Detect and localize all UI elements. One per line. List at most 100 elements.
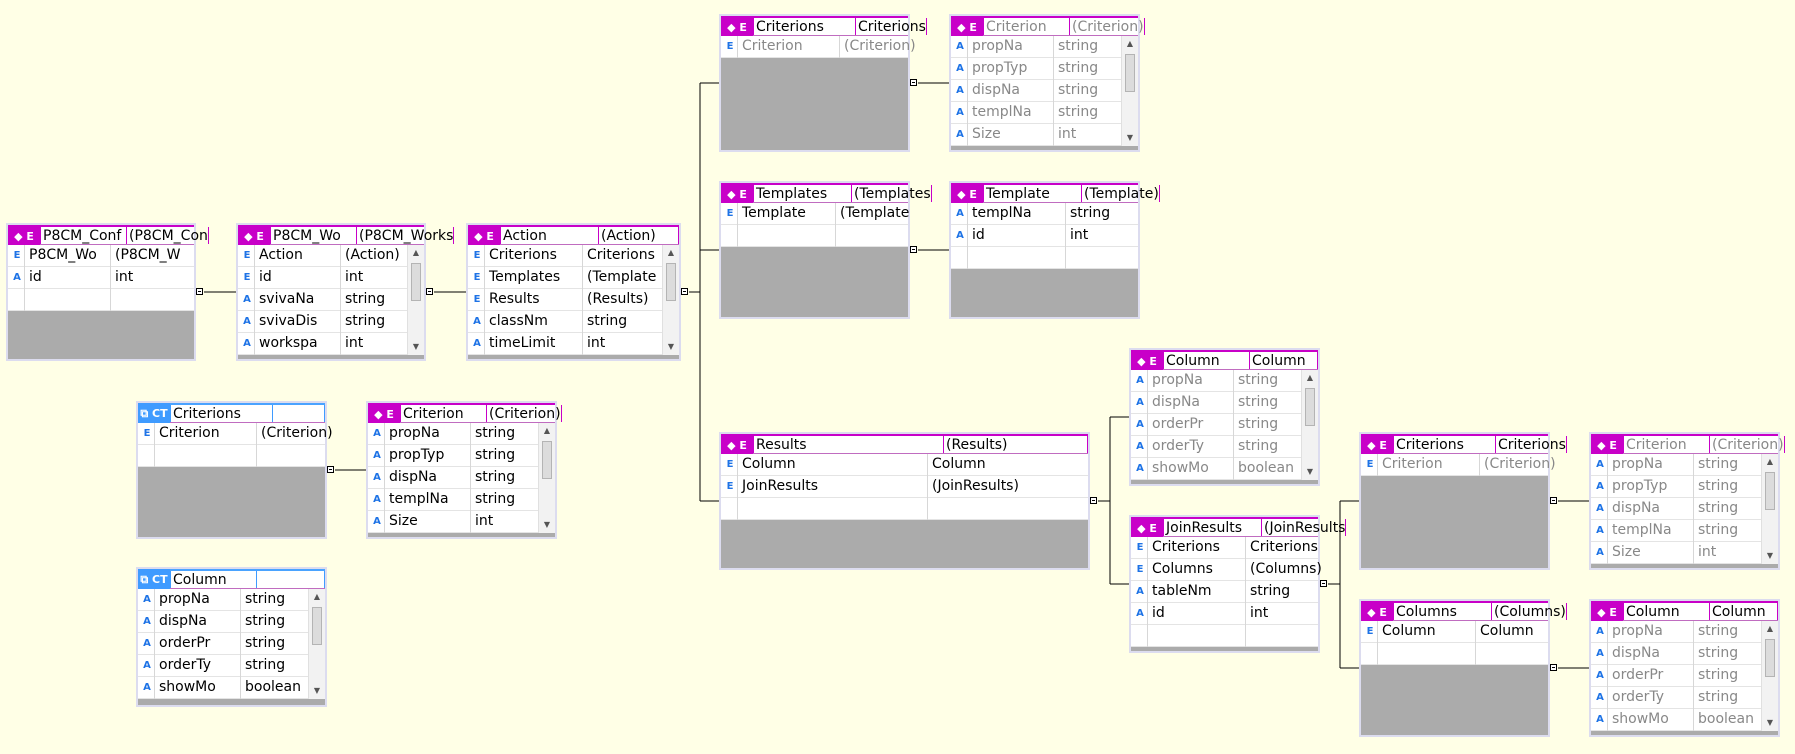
scrollbar-thumb[interactable] [1305, 388, 1315, 426]
expand-connector-icon[interactable] [426, 288, 433, 295]
scroll-down-icon[interactable]: ▼ [313, 686, 321, 695]
scroll-up-icon[interactable]: ▲ [667, 248, 675, 257]
scrollbar-thumb[interactable] [312, 607, 322, 645]
scroll-down-icon[interactable]: ▼ [1766, 551, 1774, 560]
expand-connector-icon[interactable] [1550, 664, 1557, 671]
expand-connector-icon[interactable] [1550, 497, 1557, 504]
scroll-up-icon[interactable]: ▲ [1306, 373, 1314, 382]
scroll-down-icon[interactable]: ▼ [543, 520, 551, 529]
scroll-up-icon[interactable]: ▲ [1126, 39, 1134, 48]
scroll-up-icon[interactable]: ▲ [1766, 457, 1774, 466]
expand-connector-icon[interactable] [910, 246, 917, 253]
vertical-scrollbar[interactable]: ▲▼ [308, 589, 325, 699]
vertical-scrollbar[interactable]: ▲▼ [538, 423, 555, 533]
scrollbar-thumb[interactable] [666, 263, 676, 301]
expand-connector-icon[interactable] [1090, 497, 1097, 504]
scroll-up-icon[interactable]: ▲ [543, 426, 551, 435]
expand-connector-icon[interactable] [1320, 580, 1327, 587]
scroll-up-icon[interactable]: ▲ [313, 592, 321, 601]
scroll-down-icon[interactable]: ▼ [1306, 467, 1314, 476]
vertical-scrollbar[interactable]: ▲▼ [1301, 370, 1318, 480]
vertical-scrollbar[interactable]: ▲▼ [1761, 454, 1778, 564]
expand-connector-icon[interactable] [910, 79, 917, 86]
scrollbar-thumb[interactable] [411, 263, 421, 301]
scroll-up-icon[interactable]: ▲ [412, 248, 420, 257]
scroll-down-icon[interactable]: ▼ [412, 342, 420, 351]
vertical-scrollbar[interactable]: ▲▼ [1761, 621, 1778, 731]
scroll-down-icon[interactable]: ▼ [1766, 718, 1774, 727]
vertical-scrollbar[interactable]: ▲▼ [1121, 36, 1138, 146]
vertical-scrollbar[interactable]: ▲▼ [662, 245, 679, 355]
scrollbar-thumb[interactable] [542, 441, 552, 479]
expand-connector-icon[interactable] [681, 288, 688, 295]
scroll-up-icon[interactable]: ▲ [1766, 624, 1774, 633]
vertical-scrollbar[interactable]: ▲▼ [407, 245, 424, 355]
scroll-down-icon[interactable]: ▼ [667, 342, 675, 351]
scroll-down-icon[interactable]: ▼ [1126, 133, 1134, 142]
expand-connector-icon[interactable] [196, 288, 203, 295]
scrollbar-thumb[interactable] [1125, 54, 1135, 92]
expand-connector-icon[interactable] [327, 466, 334, 473]
